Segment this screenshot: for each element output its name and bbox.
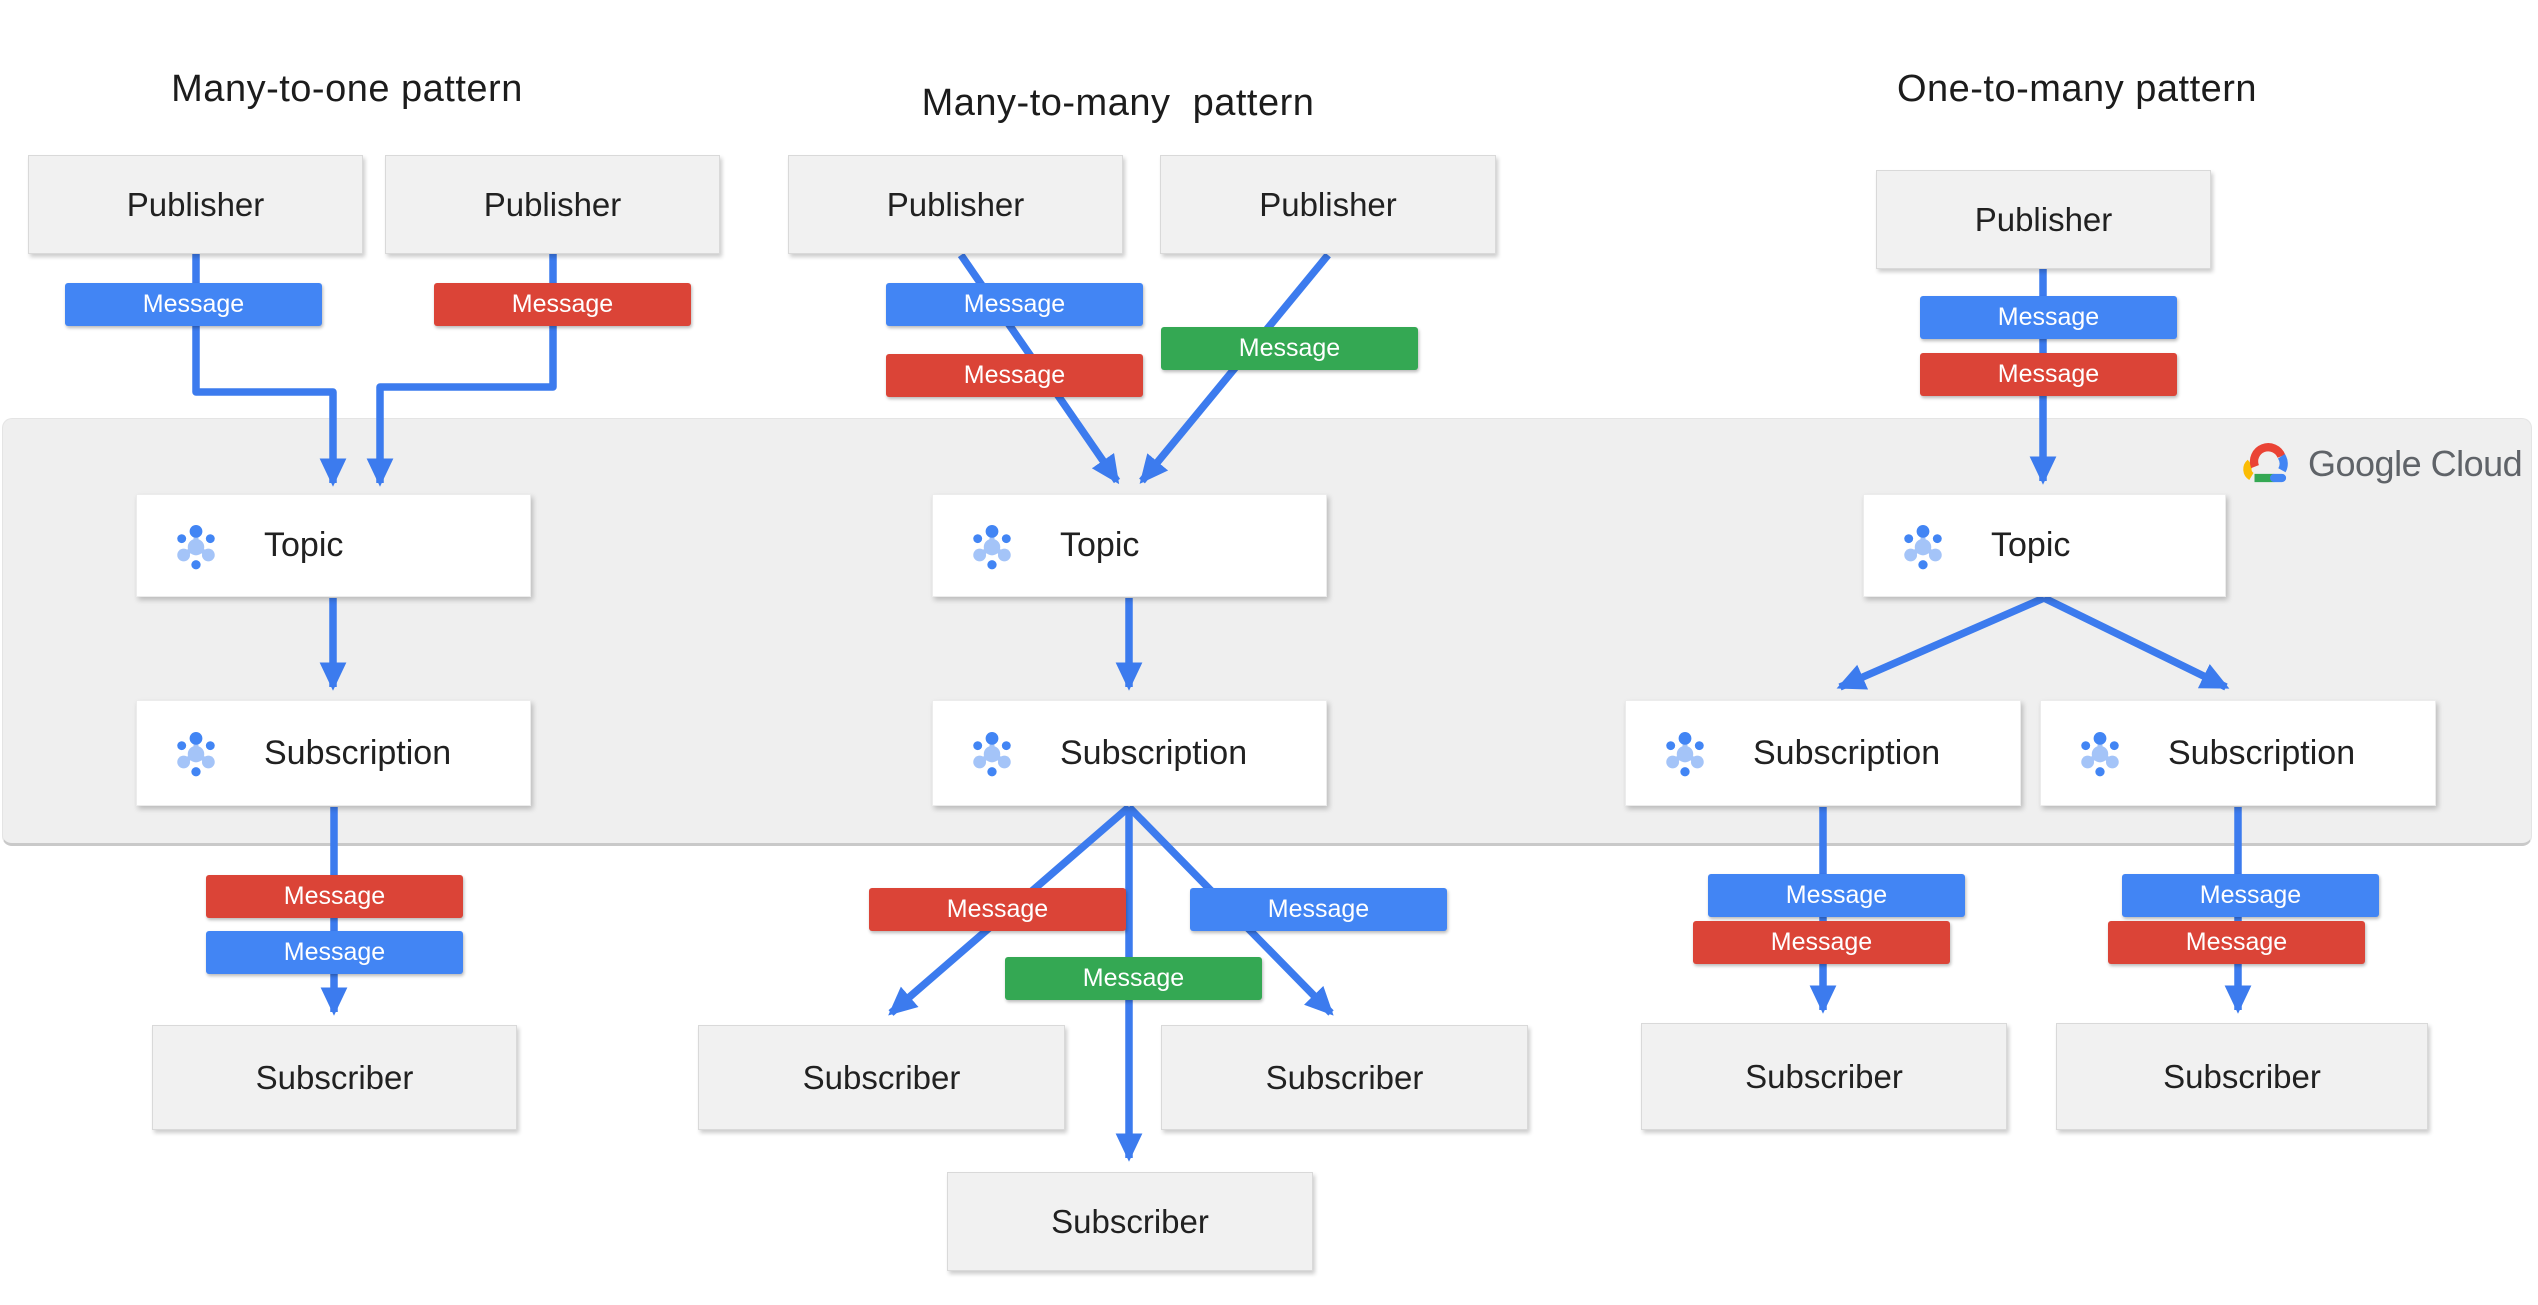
subscriber-label: Subscriber [802, 1058, 961, 1096]
publisher-label: Publisher [1259, 185, 1397, 223]
subscriber-label: Subscriber [1265, 1058, 1424, 1096]
subscriber-box: Subscriber [947, 1172, 1313, 1271]
message-bar-red: Message [2108, 921, 2365, 964]
message-bar-red: Message [886, 354, 1143, 397]
subscriber-label: Subscriber [1051, 1202, 1209, 1240]
google-cloud-wordmark: Google Cloud [2308, 443, 2523, 484]
topic-box: Topic [136, 494, 531, 597]
subscriber-box: Subscriber [152, 1025, 517, 1130]
google-cloud-icon [2243, 443, 2288, 483]
subscriber-box: Subscriber [1641, 1023, 2007, 1130]
pubsub-topic-icon [966, 519, 1018, 573]
publisher-label: Publisher [126, 185, 265, 223]
publisher-box: Publisher [385, 155, 720, 254]
publisher-label: Publisher [483, 185, 622, 223]
message-bar-blue: Message [886, 283, 1143, 326]
topic-box: Topic [1863, 494, 2226, 597]
section-title-one-to-many: One-to-many pattern [1896, 68, 2258, 110]
message-bar-green: Message [1005, 957, 1262, 1000]
topic-label: Topic [1060, 526, 1140, 564]
subscription-box: Subscription [932, 700, 1327, 806]
pubsub-topic-icon [1897, 519, 1949, 573]
subscriber-box: Subscriber [1161, 1025, 1528, 1130]
subscriber-box: Subscriber [698, 1025, 1065, 1130]
subscriber-label: Subscriber [1745, 1057, 1903, 1095]
subscription-label: Subscription [1753, 733, 1941, 772]
message-bar-red: Message [434, 283, 691, 326]
subscription-box: Subscription [2040, 700, 2436, 806]
pubsub-topic-icon [170, 519, 222, 573]
subscription-label: Subscription [264, 733, 452, 772]
subscriber-box: Subscriber [2056, 1023, 2428, 1130]
subscription-box: Subscription [136, 700, 531, 806]
message-bar-blue: Message [206, 931, 463, 974]
section-title-many-to-one: Many-to-one pattern [171, 68, 523, 110]
pubsub-subscription-icon [2074, 726, 2126, 780]
message-bar-blue: Message [1920, 296, 2177, 339]
subscriber-label: Subscriber [255, 1058, 414, 1096]
pubsub-subscription-icon [966, 726, 1018, 780]
publisher-box: Publisher [28, 155, 363, 254]
publisher-box: Publisher [788, 155, 1123, 254]
publisher-label: Publisher [1974, 200, 2113, 238]
pubsub-subscription-icon [170, 726, 222, 780]
subscriber-label: Subscriber [2163, 1057, 2321, 1095]
message-bar-blue: Message [2122, 874, 2379, 917]
message-bar-red: Message [1693, 921, 1950, 964]
subscription-label: Subscription [1060, 733, 1248, 772]
message-bar-blue: Message [1190, 888, 1447, 931]
publisher-box: Publisher [1876, 170, 2211, 269]
message-bar-green: Message [1161, 327, 1418, 370]
message-bar-red: Message [869, 888, 1126, 931]
publisher-box: Publisher [1160, 155, 1496, 254]
google-cloud-logo: Google Cloud [2240, 441, 2523, 487]
message-bar-red: Message [206, 875, 463, 918]
subscription-box: Subscription [1625, 700, 2021, 806]
topic-label: Topic [1991, 526, 2071, 564]
topic-box: Topic [932, 494, 1327, 597]
publisher-label: Publisher [886, 185, 1025, 223]
section-title-many-to-many: Many-to-many pattern [921, 82, 1315, 124]
message-bar-blue: Message [65, 283, 322, 326]
topic-label: Topic [264, 526, 344, 564]
subscription-label: Subscription [2168, 733, 2356, 772]
message-bar-red: Message [1920, 353, 2177, 396]
message-bar-blue: Message [1708, 874, 1965, 917]
pubsub-subscription-icon [1659, 726, 1711, 780]
